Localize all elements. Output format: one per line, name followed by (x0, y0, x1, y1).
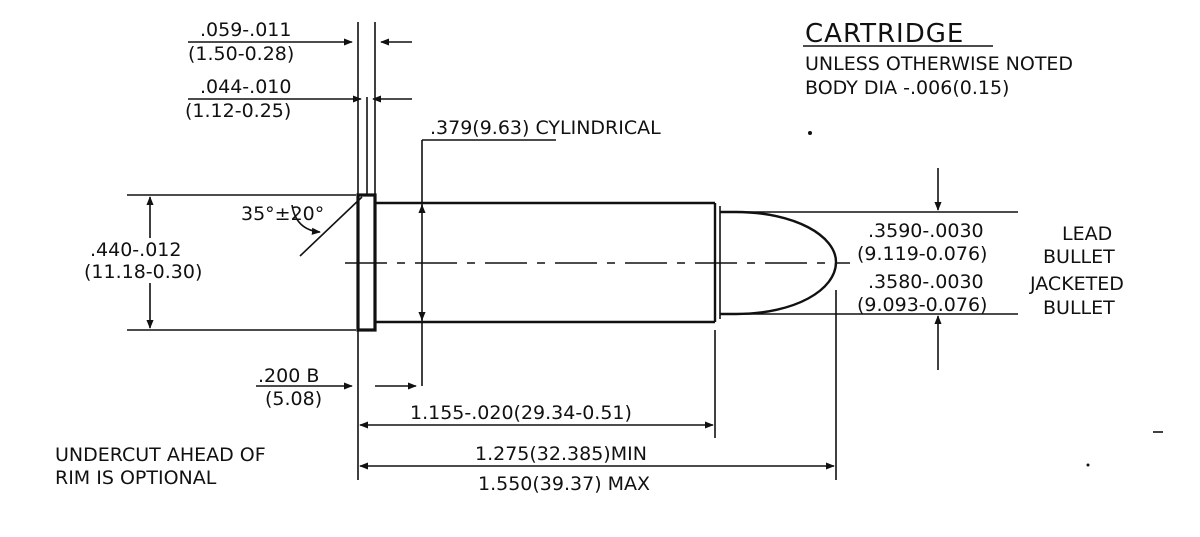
undercut-note-2: RIM IS OPTIONAL (55, 467, 217, 489)
lead-label-2: BULLET (1043, 246, 1115, 268)
groove-width-inch: .044-.010 (200, 76, 291, 98)
body-dia-label: .379(9.63) CYLINDRICAL (430, 117, 661, 139)
rim-dia-inch: .440-.012 (90, 239, 181, 261)
jacketed-label-2: BULLET (1043, 297, 1115, 319)
oal-min-label: 1.275(32.385)MIN (475, 443, 647, 465)
undercut-note-1: UNDERCUT AHEAD OF (55, 444, 266, 466)
note-line-1: UNLESS OTHERWISE NOTED (805, 53, 1073, 75)
lead-dia-mm: (9.119-0.076) (857, 243, 987, 265)
jacketed-label-1: JACKETED (1029, 273, 1124, 295)
jacketed-dia-mm: (9.093-0.076) (857, 294, 987, 316)
lead-dia-inch: .3590-.0030 (868, 220, 984, 242)
rim-thickness-inch: .059-.011 (200, 19, 291, 41)
title: CARTRIDGE (805, 19, 964, 49)
speck-dot-2 (1086, 463, 1090, 467)
ref-point-inch: .200 B (258, 365, 319, 387)
rim-dia-dim (127, 194, 356, 331)
rim-dia-mm: (11.18-0.30) (84, 261, 202, 283)
bullet-outline (720, 210, 838, 316)
groove-width-mm: (1.12-0.25) (185, 100, 291, 122)
cartridge-outline (345, 193, 850, 332)
lead-label-1: LEAD (1062, 223, 1112, 245)
rim-thickness-dim (188, 22, 412, 195)
ref-point-mm: (5.08) (265, 388, 322, 410)
bullet-dia-dim (736, 168, 1018, 370)
case-length-label: 1.155-.020(29.34-0.51) (410, 402, 632, 424)
angle-dim (291, 196, 363, 257)
rim-thickness-mm: (1.50-0.28) (188, 43, 294, 65)
length-dims (357, 290, 837, 480)
note-line-2: BODY DIA -.006(0.15) (805, 77, 1009, 99)
jacketed-dia-inch: .3580-.0030 (868, 271, 984, 293)
oal-max-label: 1.550(39.37) MAX (478, 473, 650, 495)
speck-dot (808, 131, 812, 135)
body-dia-dim (418, 139, 556, 386)
angle-label: 35°±20° (241, 203, 324, 225)
